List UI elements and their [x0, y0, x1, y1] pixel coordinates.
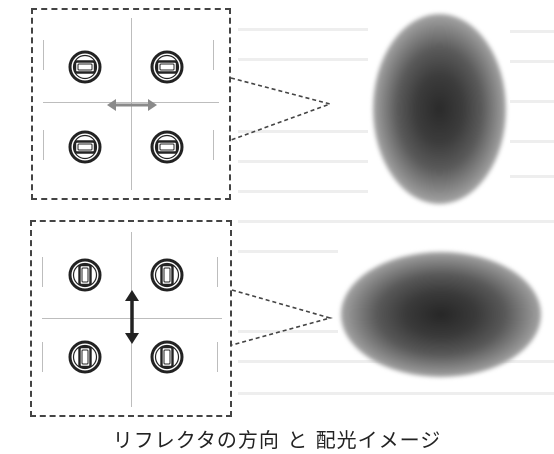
gridline-right-tick [217, 342, 218, 372]
panel-horizontal-reflectors [31, 8, 231, 200]
reflector-vertical [150, 340, 184, 374]
light-pattern-horizontal [341, 252, 541, 377]
gridline-left-tick [42, 342, 43, 372]
light-pattern-vertical [373, 14, 506, 204]
gridline-right-tick [217, 257, 218, 287]
gridline-left-tick [43, 130, 44, 160]
reflector-vertical [150, 258, 184, 292]
double-arrow-vertical-icon [124, 290, 140, 344]
reflector-vertical [68, 340, 102, 374]
panel-vertical-reflectors [30, 220, 232, 417]
reflector-vertical [68, 258, 102, 292]
reflector-horizontal [68, 50, 102, 84]
reflector-horizontal [150, 130, 184, 164]
double-arrow-horizontal-icon [107, 98, 157, 112]
gridline-right-tick [213, 130, 214, 160]
gridline-left-tick [43, 40, 44, 70]
gridline-right-tick [213, 40, 214, 70]
reflector-horizontal [68, 130, 102, 164]
gridline-left-tick [42, 257, 43, 287]
reflector-horizontal [150, 50, 184, 84]
figure-caption: リフレクタの方向 と 配光イメージ [0, 424, 554, 453]
